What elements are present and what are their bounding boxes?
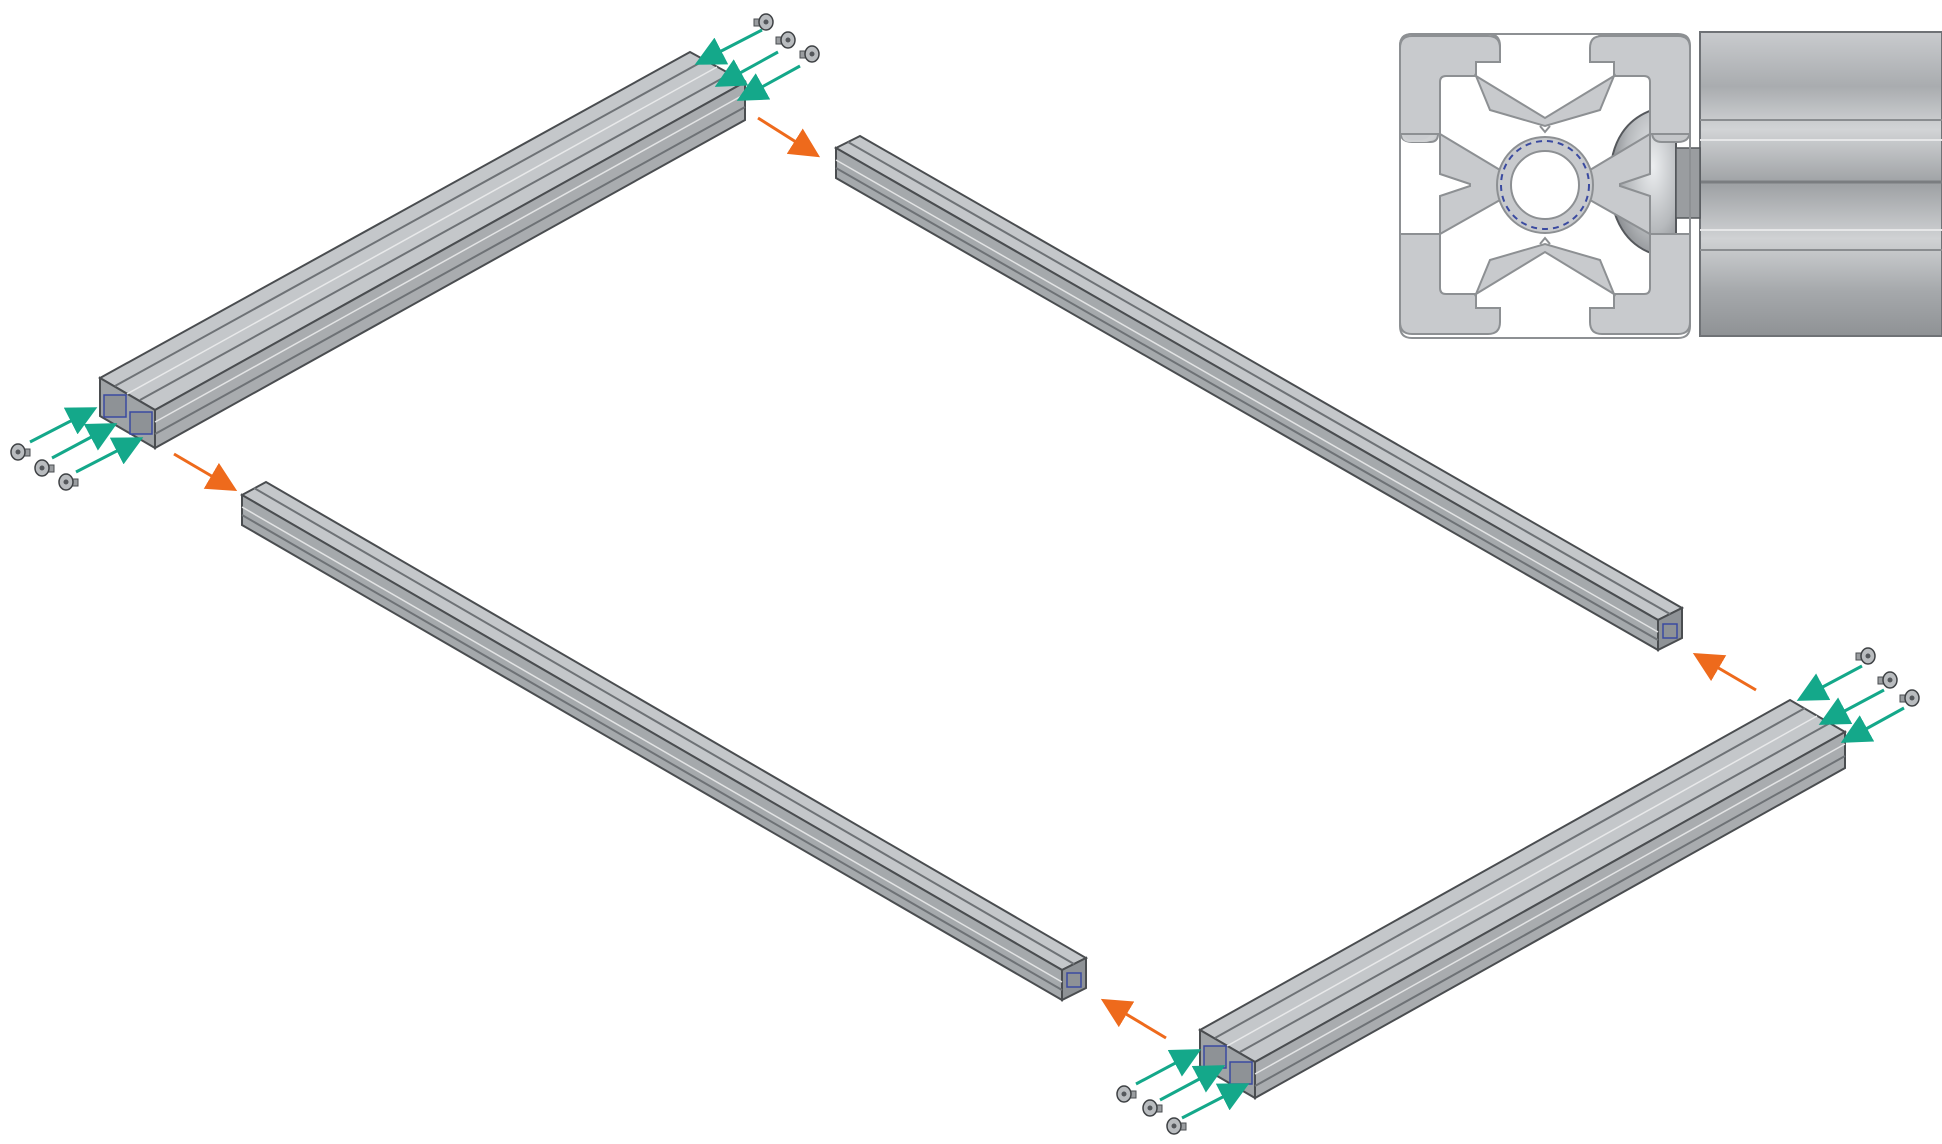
green-insert-arrow-icon xyxy=(51,423,118,460)
orange-place-arrow-icon xyxy=(173,452,238,492)
orange-place-arrow-icon xyxy=(757,116,821,158)
button-head-screw-icon xyxy=(58,473,79,491)
green-insert-arrow-icon xyxy=(694,28,763,65)
profile-cross-section-detail xyxy=(1399,31,1942,339)
button-head-screw-icon xyxy=(1116,1085,1137,1103)
screw-groups xyxy=(10,13,1920,1135)
green-insert-arrow-icon xyxy=(1818,688,1885,725)
orange-place-arrow-icon xyxy=(1692,652,1757,692)
button-head-screw-icon xyxy=(1855,647,1876,665)
green-insert-arrow-icon xyxy=(714,50,779,87)
button-head-screw-icon xyxy=(775,31,796,49)
button-head-screw-icon xyxy=(1899,689,1920,707)
double-rail-bottom-right xyxy=(1197,698,1848,1100)
screws-bottom xyxy=(1116,1085,1187,1135)
green-insert-arrow-icon xyxy=(1135,1049,1202,1086)
single-rail-top-right xyxy=(833,134,1685,652)
screw-insert-arrows xyxy=(29,28,1905,1120)
green-insert-arrow-icon xyxy=(1840,706,1905,743)
button-head-screw-icon xyxy=(1166,1117,1187,1135)
extrusion-side-view xyxy=(1699,31,1942,337)
hidden-tap-circle xyxy=(1500,140,1590,230)
green-insert-arrow-icon xyxy=(1181,1083,1250,1120)
screws-right xyxy=(1855,647,1920,707)
green-insert-arrow-icon xyxy=(1796,664,1863,701)
green-insert-arrow-icon xyxy=(736,64,801,101)
button-head-screw-icon xyxy=(799,45,820,63)
screws-top xyxy=(753,13,820,63)
placement-arrows xyxy=(173,116,1757,1040)
button-head-screw-icon xyxy=(34,459,55,477)
button-head-screw-icon xyxy=(10,443,31,461)
screws-left xyxy=(10,443,79,491)
green-insert-arrow-icon xyxy=(29,407,98,444)
button-head-screw-icon xyxy=(1877,671,1898,689)
single-rail-bottom-left xyxy=(239,480,1089,1002)
green-insert-arrow-icon xyxy=(75,437,144,474)
green-insert-arrow-icon xyxy=(1159,1065,1226,1102)
orange-place-arrow-icon xyxy=(1100,998,1167,1040)
button-head-screw-icon xyxy=(753,13,774,31)
double-rail-top-left xyxy=(97,50,748,450)
button-head-screw-icon xyxy=(1142,1099,1163,1117)
